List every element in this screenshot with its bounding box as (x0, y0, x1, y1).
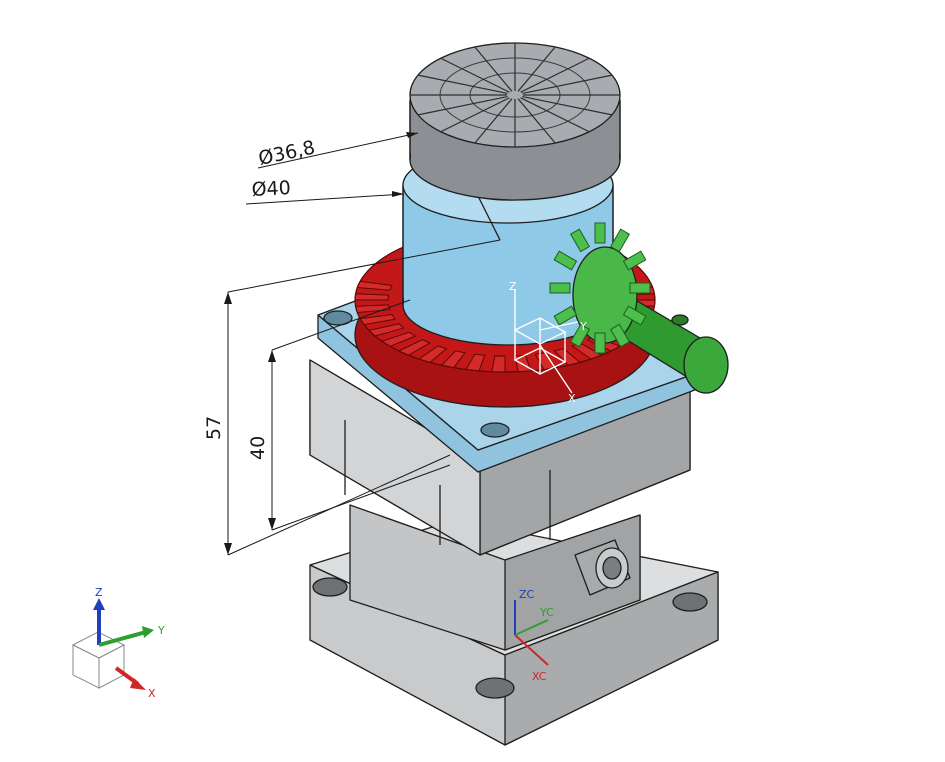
gear-tooth (356, 280, 393, 291)
pinion-tooth (553, 305, 578, 326)
pinion-tooth (629, 282, 651, 294)
gear-tooth (465, 353, 486, 372)
chuck-slot (522, 74, 613, 95)
side-pin[interactable] (574, 539, 631, 596)
gear-tooth (491, 355, 506, 373)
pinion-tooth (569, 228, 591, 253)
view-triad-icon[interactable]: Z Y X (71, 586, 165, 700)
chuck-slot (520, 57, 590, 93)
pinion-tooth (622, 250, 647, 271)
work-csys-icon[interactable]: ZC YC XC (514, 588, 554, 683)
chuck-slot (520, 97, 590, 133)
part-csys-icon[interactable]: Z Y X (509, 280, 587, 405)
gear-tooth (417, 345, 448, 363)
pinion-tooth (594, 332, 606, 354)
dim-dia-40[interactable]: Ø40 (251, 177, 291, 201)
gear-tooth (359, 313, 396, 326)
triad-z-label: Z (95, 586, 103, 599)
triad-y-label: Y (157, 624, 165, 637)
dim-height-57[interactable]: 57 (203, 416, 225, 440)
pinion-tooth (609, 228, 631, 253)
part-csys-y-label: Y (579, 320, 587, 333)
pinion-tooth (594, 222, 606, 244)
work-csys-xc-label: XC (532, 670, 547, 683)
gear-tooth (354, 293, 389, 301)
gear-tooth (380, 331, 417, 347)
chuck-slot (417, 74, 508, 95)
chuck-slot (522, 95, 613, 116)
gear-tooth (368, 323, 405, 337)
chuck-slot (517, 46, 556, 92)
chuck-slot (474, 46, 513, 92)
dim-dia-36-8[interactable]: Ø36,8 (256, 136, 317, 169)
chuck-slot (440, 57, 510, 93)
dimensions (224, 132, 501, 556)
pinion-tooth (549, 282, 571, 294)
dim-height-40[interactable]: 40 (247, 436, 269, 460)
chuck-slot (417, 95, 508, 116)
chuck-slot (440, 97, 510, 133)
gear-tooth (354, 304, 391, 314)
work-csys-yc-label: YC (539, 606, 554, 619)
chuck-slot (517, 98, 556, 144)
chuck-slot (474, 98, 513, 144)
pinion-tooth (622, 305, 647, 326)
gear-tooth (514, 354, 532, 373)
pinion-tooth (569, 323, 591, 348)
part-csys-x-label: X (568, 392, 576, 405)
gear-tooth (440, 350, 466, 369)
triad-x-label: X (148, 687, 156, 700)
top-chuck[interactable] (409, 42, 621, 201)
gear-tooth (397, 339, 431, 356)
pinion-tooth (609, 323, 631, 348)
gear-tooth (553, 348, 582, 366)
work-csys-zc-label: ZC (519, 588, 535, 601)
pinion-shaft[interactable] (549, 222, 729, 394)
part-csys-z-label: Z (509, 280, 517, 293)
pinion-tooth (553, 250, 578, 271)
